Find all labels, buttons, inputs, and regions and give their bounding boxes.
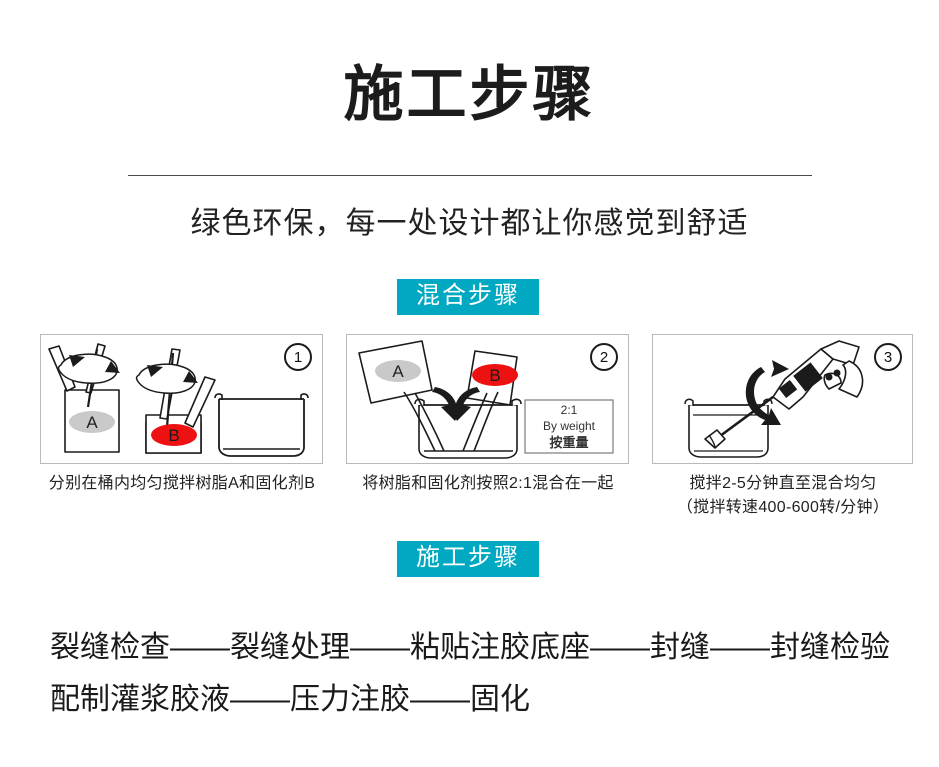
section-badge-mixing-steps: 混合步骤: [397, 279, 539, 315]
panel-3-illustration: [684, 340, 864, 458]
panel-number-3: 3: [874, 343, 902, 371]
page-subtitle: 绿色环保，每一处设计都让你感觉到舒适: [190, 207, 749, 240]
panel-number-1: 1: [284, 343, 312, 371]
marker-b-label: B: [168, 426, 179, 445]
marker-a-label: A: [86, 413, 98, 432]
marker-a-label: A: [392, 362, 404, 381]
panel-caption-3: 搅拌2-5分钟直至混合均匀 （搅拌转速400-600转/分钟）: [644, 472, 922, 520]
marker-a-ellipse: [69, 411, 115, 433]
illustration-panel-2: A B 2:1 By weight 按重量 2: [346, 334, 629, 464]
illustration-panel-1: A B 1: [40, 334, 323, 464]
marker-b-label: B: [489, 366, 500, 385]
ratio-note-cn: 按重量: [549, 435, 588, 450]
panel-1-illustration: A B: [48, 343, 309, 457]
panel-2-illustration: A B 2:1 By weight 按重量: [358, 340, 614, 459]
marker-a-ellipse: [375, 360, 421, 382]
ratio-value: 2:1: [561, 403, 578, 417]
panel-caption-3-line1: 搅拌2-5分钟直至混合均匀: [689, 475, 877, 492]
page-title: 施工步骤: [343, 61, 596, 128]
construction-flow-line-1: 裂缝检查——裂缝处理——粘贴注胶底座——封缝——封缝检验: [50, 631, 890, 664]
panel-caption-2: 将树脂和固化剂按照2:1混合在一起: [346, 472, 630, 496]
panel-caption-1: 分别在桶内均匀搅拌树脂A和固化剂B: [22, 472, 342, 496]
marker-b-ellipse: [472, 364, 518, 386]
ratio-info-box: 2:1 By weight 按重量: [524, 399, 614, 454]
panel-caption-3-line2: （搅拌转速400-600转/分钟）: [676, 499, 890, 516]
ratio-note-en: By weight: [543, 419, 596, 433]
panel-caption-1-line1: 分别在桶内均匀搅拌树脂A和固化剂B: [48, 475, 316, 492]
title-divider: [128, 175, 812, 176]
section-badge-construction-steps: 施工步骤: [397, 541, 539, 577]
marker-b-ellipse: [151, 424, 197, 446]
panel-number-2: 2: [590, 343, 618, 371]
construction-flow-line-2: 配制灌浆胶液——压力注胶——固化: [50, 683, 530, 716]
panel-caption-2-line1: 将树脂和固化剂按照2:1混合在一起: [362, 475, 614, 492]
construction-flow-text: 裂缝检查——裂缝处理——粘贴注胶底座——封缝——封缝检验 配制灌浆胶液——压力注…: [50, 622, 910, 726]
illustration-panel-3: 3: [652, 334, 913, 464]
